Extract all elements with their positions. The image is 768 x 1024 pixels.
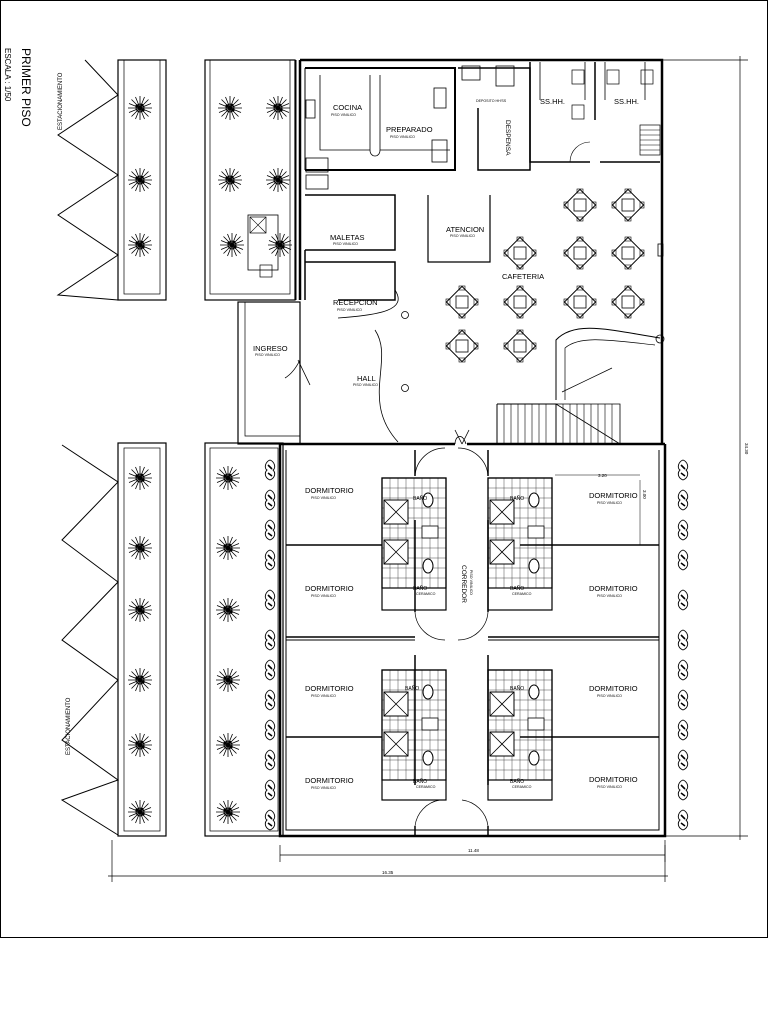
- dimension-lines: [108, 56, 748, 882]
- floor-dormitorio-5: PISO VINILICO: [597, 501, 622, 505]
- label-dormitorio-8: DORMITORIO: [589, 775, 638, 784]
- floor-dormitorio-2: PISO VINILICO: [311, 594, 336, 598]
- floor-cocina: PISO VINILICO: [331, 113, 356, 117]
- label-bano-4: BAÑO: [510, 585, 524, 592]
- floor-corredor: PISO VINILICO: [469, 570, 473, 595]
- floor-bano-8: CERAMICO: [512, 785, 532, 789]
- floor-bano-2: CERAMICO: [416, 592, 436, 596]
- label-dormitorio-3: DORMITORIO: [305, 684, 354, 693]
- plan-title: PRIMER PISO: [19, 48, 33, 127]
- building-bottom: [278, 429, 667, 838]
- parking-label-bottom: ESTACIONAMIENTO: [66, 697, 72, 755]
- label-recepcion: RECEPCION: [333, 298, 378, 307]
- label-bano-7: BAÑO: [510, 685, 524, 692]
- parking-label-top: ESTACIONAMIENTO: [58, 72, 64, 130]
- label-sshh-2: SS.HH.: [614, 97, 639, 106]
- dim-inner-width: 11.48: [468, 848, 479, 853]
- label-preparado: PREPARADO: [386, 125, 433, 134]
- building-top: [237, 58, 665, 445]
- label-dormitorio-7: DORMITORIO: [589, 684, 638, 693]
- floor-hall: PISO VINILICO: [353, 383, 378, 387]
- label-dormitorio-1: DORMITORIO: [305, 486, 354, 495]
- parking-top: ESTACIONAMIENTO: [56, 59, 296, 301]
- label-bano-5: BAÑO: [405, 685, 419, 692]
- floor-bano-6: CERAMICO: [416, 785, 436, 789]
- dim-total-width: 16.35: [382, 870, 394, 875]
- parking-bottom: ESTACIONAMIENTO: [60, 442, 284, 837]
- floor-dormitorio-4: PISO VINILICO: [311, 786, 336, 790]
- bathrooms: [381, 477, 553, 801]
- label-atencion: ATENCION: [446, 225, 484, 234]
- floor-maletas: PISO VINILICO: [333, 242, 358, 246]
- dim-room-width: 3.20: [598, 473, 607, 478]
- label-dormitorio-6: DORMITORIO: [589, 584, 638, 593]
- room-labels: COCINA PISO VINILICO PREPARADO PISO VINI…: [253, 97, 639, 790]
- label-bano-3: BAÑO: [510, 495, 524, 502]
- sheet-frame: [0, 0, 768, 938]
- label-bano-1: BAÑO: [413, 495, 427, 502]
- label-cafeteria: CAFETERIA: [502, 272, 544, 281]
- label-bano-8: BAÑO: [510, 778, 524, 785]
- label-despensa: DESPENSA: [504, 120, 511, 156]
- label-corredor: CORREDOR: [460, 565, 467, 603]
- dim-room-height: 3.00: [642, 490, 647, 499]
- dim-total-height: 34.30: [744, 443, 749, 455]
- cafeteria-tables: [445, 188, 645, 363]
- label-bano-2: BAÑO: [413, 585, 427, 592]
- floor-dormitorio-8: PISO VINILICO: [597, 785, 622, 789]
- floor-recepcion: PISO VINILICO: [337, 308, 362, 312]
- label-cocina: COCINA: [333, 103, 362, 112]
- title-block: PRIMER PISO ESCALA : 1/50: [3, 48, 33, 127]
- floor-dormitorio-7: PISO VINILICO: [597, 694, 622, 698]
- plan-scale: ESCALA : 1/50: [3, 48, 12, 102]
- label-maletas: MALETAS: [330, 233, 364, 242]
- label-sshh-1: SS.HH.: [540, 97, 565, 106]
- label-ingreso: INGRESO: [253, 344, 288, 353]
- label-bano-6: BAÑO: [413, 778, 427, 785]
- label-hall: HALL: [357, 374, 376, 383]
- label-dormitorio-4: DORMITORIO: [305, 776, 354, 785]
- floor-dormitorio-1: PISO VINILICO: [311, 496, 336, 500]
- label-dormitorio-2: DORMITORIO: [305, 584, 354, 593]
- floor-ingreso: PISO VINILICO: [255, 353, 280, 357]
- floor-atencion: PISO VINILICO: [450, 234, 475, 238]
- label-dormitorio-5: DORMITORIO: [589, 491, 638, 500]
- floor-dormitorio-6: PISO VINILICO: [597, 594, 622, 598]
- floor-dormitorio-3: PISO VINILICO: [311, 694, 336, 698]
- floor-preparado: PISO VINILICO: [390, 135, 415, 139]
- label-depot: DEPOSITO HH'SS: [476, 99, 507, 103]
- floor-bano-4: CERAMICO: [512, 592, 532, 596]
